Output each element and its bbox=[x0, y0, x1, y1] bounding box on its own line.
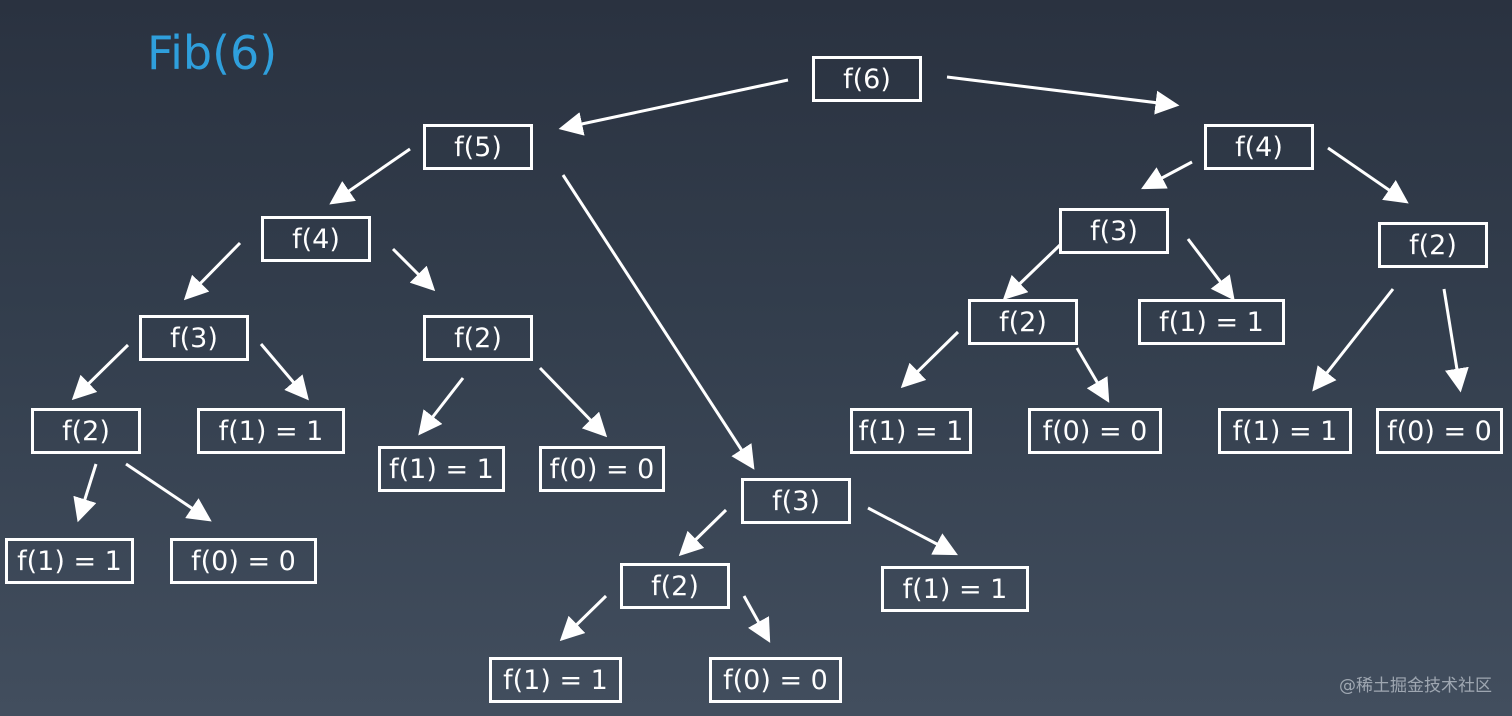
edge-f2-f1 bbox=[73, 463, 98, 523]
edge-f6-f4 bbox=[946, 75, 1180, 115]
node-f1-bottom-right: f(1) = 1 bbox=[881, 566, 1029, 612]
edge-f2-f1-right bbox=[900, 330, 960, 389]
node-f0-far: f(0) = 0 bbox=[1376, 408, 1503, 454]
node-f4-right: f(4) bbox=[1204, 124, 1314, 170]
node-f4-left: f(4) bbox=[261, 216, 371, 262]
watermark: @稀土掘金技术社区 bbox=[1339, 676, 1492, 696]
edge-f2-f0-bottom bbox=[742, 595, 771, 643]
edge-f3-f1-bottom bbox=[867, 506, 958, 556]
edge-f5-f3 bbox=[561, 174, 755, 470]
edge-f3-f2 bbox=[71, 343, 130, 401]
edge-f5-f4 bbox=[329, 147, 411, 205]
node-f0-left: f(0) = 0 bbox=[170, 538, 317, 584]
node-f3-bottom: f(3) bbox=[741, 478, 851, 524]
node-f1-left-b: f(1) = 1 bbox=[5, 538, 134, 584]
node-f1-right-b: f(1) = 1 bbox=[850, 408, 972, 454]
node-f2-right: f(2) bbox=[968, 299, 1078, 345]
edge-f2-f0-far bbox=[1442, 288, 1469, 393]
edge-f3-f1 bbox=[259, 343, 309, 401]
node-f3-left: f(3) bbox=[139, 315, 249, 361]
node-f1-left-a: f(1) = 1 bbox=[197, 408, 345, 454]
edge-f2-f0 bbox=[125, 462, 212, 522]
edge-f4-f3 bbox=[183, 241, 242, 301]
edge-f3-f2-right bbox=[1002, 243, 1062, 301]
edge-f2-f0-mid bbox=[538, 366, 608, 438]
node-f1-far: f(1) = 1 bbox=[1218, 408, 1352, 454]
node-f0-right: f(0) = 0 bbox=[1028, 408, 1162, 454]
edge-f6-f5 bbox=[558, 78, 789, 136]
node-f6-root: f(6) bbox=[812, 56, 922, 102]
node-f0-bottom: f(0) = 0 bbox=[709, 657, 842, 703]
node-f2-left: f(2) bbox=[31, 408, 141, 454]
node-f2-far: f(2) bbox=[1378, 222, 1488, 268]
node-f5: f(5) bbox=[423, 124, 533, 170]
diagram-title: Fib(6) bbox=[147, 26, 278, 80]
edge-f4-f2 bbox=[391, 247, 436, 292]
edge-f2-f1-bottom bbox=[559, 594, 608, 642]
node-f3-right: f(3) bbox=[1059, 208, 1169, 254]
node-f1-mid: f(1) = 1 bbox=[378, 446, 505, 492]
node-f2-bottom: f(2) bbox=[620, 563, 730, 609]
edge-f3-f2-bottom bbox=[678, 508, 728, 557]
edge-f4-f3-right bbox=[1141, 160, 1193, 190]
node-f0-mid: f(0) = 0 bbox=[539, 446, 665, 492]
node-f1-bottom: f(1) = 1 bbox=[489, 657, 622, 703]
edge-f2-f0-right bbox=[1075, 347, 1110, 403]
node-f2-mid: f(2) bbox=[423, 315, 533, 361]
edge-f3-f1-right bbox=[1186, 238, 1235, 301]
edge-f2-f1-mid bbox=[418, 377, 465, 436]
edge-f4-f2-right bbox=[1327, 146, 1409, 204]
edge-f2-f1-far bbox=[1312, 288, 1395, 392]
node-f1-right-a: f(1) = 1 bbox=[1138, 299, 1285, 345]
